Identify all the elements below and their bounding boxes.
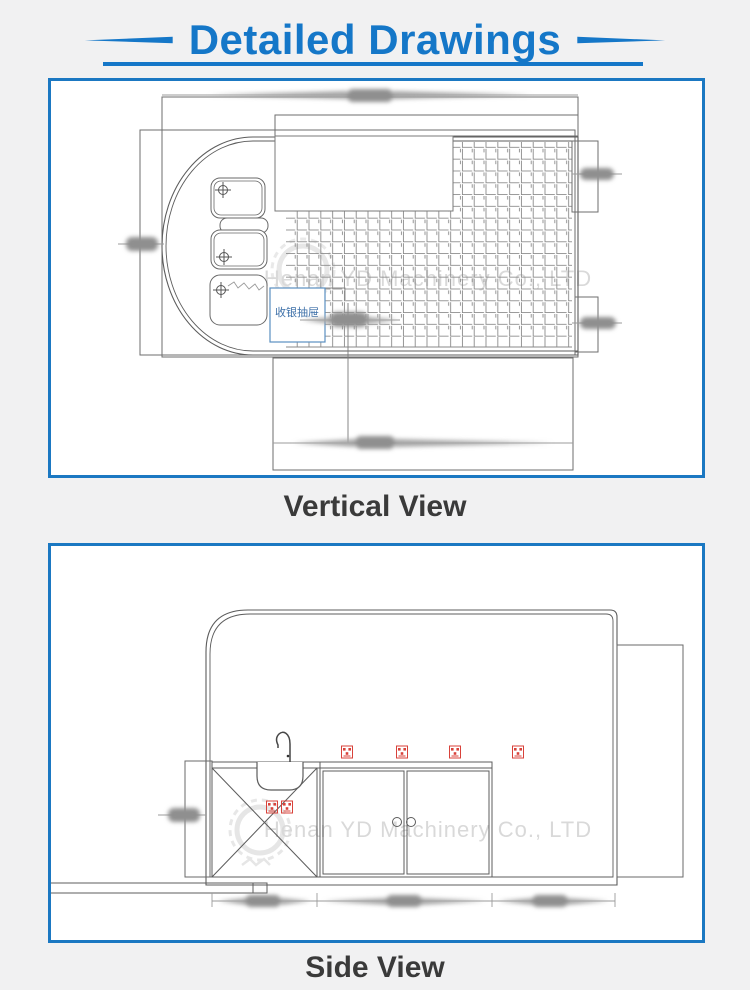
cart-body-profile — [205, 609, 618, 886]
counter-block — [274, 135, 454, 212]
page-title: Detailed Drawings — [188, 16, 562, 63]
countertop — [211, 761, 493, 769]
outlet-icon — [512, 745, 524, 759]
watermark-logo — [228, 798, 292, 867]
door-left — [322, 770, 405, 875]
dimension-blur — [347, 89, 393, 102]
tile-step — [325, 287, 346, 300]
cart-body-outline — [161, 136, 579, 356]
outlet-icons — [266, 745, 524, 814]
door-handle — [392, 817, 402, 827]
faucet-icon — [275, 731, 291, 762]
page-header: Detailed Drawings — [0, 14, 750, 66]
dimension-blur — [330, 312, 368, 327]
plan-rect-bottom — [272, 357, 574, 471]
dimension-blur-labels — [168, 808, 609, 907]
outlet-icon — [449, 745, 461, 759]
drain-icons — [213, 182, 265, 298]
dimension-blur — [245, 895, 281, 907]
outlet-icon — [341, 745, 353, 759]
watermark-text: Henan YD Machinery Co., LTD — [264, 817, 592, 842]
outlet-icon — [266, 800, 278, 814]
drain-icon — [216, 249, 232, 265]
dimension-blur — [168, 808, 200, 822]
sink-units — [209, 177, 269, 326]
door-cabinet — [319, 767, 493, 878]
water-squiggle — [227, 281, 265, 291]
dimension-blur — [386, 895, 422, 907]
plan-rect-band — [274, 114, 579, 137]
sink-unit-3 — [209, 274, 268, 326]
drain-icon — [215, 182, 231, 198]
cash-drawer-box — [269, 287, 326, 343]
service-flap — [616, 644, 684, 878]
door-handle — [406, 817, 416, 827]
dimension-blur — [580, 317, 616, 329]
drain-icon — [213, 282, 229, 298]
outlet-icon — [281, 800, 293, 814]
dimension-blur — [580, 168, 614, 180]
caption-vertical-view: Vertical View — [283, 490, 467, 523]
dimension-blur-labels — [126, 89, 616, 449]
panel-vertical-view: Henan YD Machinery Co., LTD — [48, 78, 705, 478]
sink-unit-2 — [210, 229, 268, 270]
caption-side-view: Side View — [305, 951, 445, 984]
cash-drawer-label: 收银抽屉 — [275, 305, 319, 319]
vertical-view-drawing: Henan YD Machinery Co., LTD — [118, 89, 622, 471]
title-underline — [103, 62, 643, 66]
dimension-blur — [126, 237, 158, 251]
panel-side-view: Henan YD Machinery Co., LTD — [48, 543, 705, 943]
title-dash-right-icon — [577, 36, 666, 44]
side-view-drawing: Henan YD Machinery Co., LTD — [51, 609, 684, 907]
sink-unit-1 — [210, 177, 266, 219]
outlet-icon — [396, 745, 408, 759]
dimension-blur — [532, 895, 568, 907]
drawbar — [51, 882, 268, 894]
title-dash-left-icon — [84, 36, 173, 44]
dimension-blur — [355, 436, 395, 449]
sink-basin — [256, 762, 304, 791]
